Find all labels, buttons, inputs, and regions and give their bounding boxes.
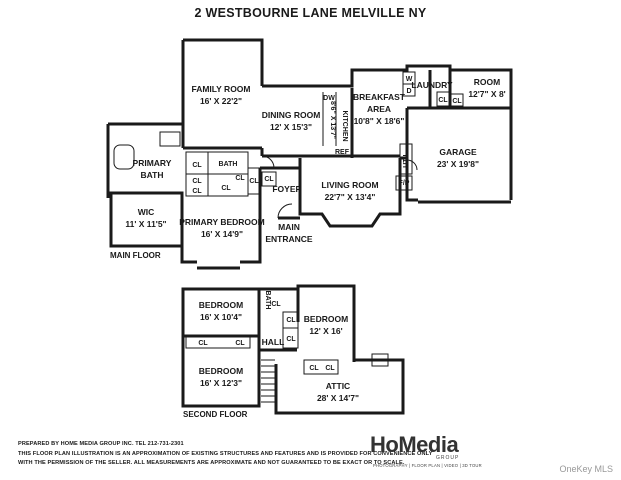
second-floor-closet-7: CL [325,365,335,372]
washer-label: W [406,76,413,83]
laundry-label: LAUNDRY [411,80,453,90]
second-floor-closet-2: CL [286,336,296,343]
bedroom-3-label: BEDROOM [199,366,243,376]
second-floor-closet-1: CL [286,317,296,324]
wic-label: WIC [138,207,155,217]
second-floor-details [185,311,389,403]
living-room-label: LIVING ROOM [321,180,378,190]
bedroom-1-label: BEDROOM [199,300,243,310]
kitchen-label: KITCHEN [341,110,348,141]
second-floor-bath-label: BATH [264,291,271,310]
laundry-closet-label: CL [438,97,448,104]
dryer-label: D [406,88,411,95]
second-floor-closet-5: CL [235,340,245,347]
logo-text-ho: Ho [370,432,399,457]
laundry-closet-label-2: CL [452,98,462,105]
plan-title: 2 WESTBOURNE LANE MELVILLE NY [194,6,427,20]
hall-label: HALL [262,337,285,347]
logo-text-media: Media [398,432,459,457]
utility-label: UTIL [403,152,410,168]
primary-bath-label-2: BATH [141,170,164,180]
refrigerator-label: REF [335,149,350,156]
closet-label-7: CL [264,176,274,183]
garage-dims: 23' X 19'8" [437,159,479,169]
kitchen-dims: 8'6" X 13'7" [329,101,336,139]
closet-label-5: CL [235,175,245,182]
breakfast-label: BREAKFAST [353,92,406,102]
main-floor-walls [106,38,513,270]
footer-line-2: THIS FLOOR PLAN ILLUSTRATION IS AN APPRO… [18,450,433,457]
main-floor-label: MAIN FLOOR [110,251,161,260]
breakfast-label-2: AREA [367,104,391,114]
bedroom-2-label: BEDROOM [304,314,348,324]
closet-label-4: CL [221,185,231,192]
living-room-dims: 22'7" X 13'4" [325,192,376,202]
second-floor-closet-3: CL [271,301,281,308]
bedroom-3-dims: 16' X 12'3" [200,378,242,388]
attic-label: ATTIC [326,381,350,391]
dishwasher-label: DW [323,95,335,102]
logo-tagline: PHOTOGRAPHY | FLOOR PLAN | VIDEO | 3D TO… [373,463,482,468]
second-floor-label: SECOND FLOOR [183,410,248,419]
family-room-label: FAMILY ROOM [191,84,250,94]
primary-bedroom-label: PRIMARY BEDROOM [179,217,264,227]
closet-label-3: CL [192,188,202,195]
home-media-logo: HoMedia GROUP PHOTOGRAPHY | FLOOR PLAN |… [370,432,482,472]
watermark: OneKey MLS [559,464,613,474]
bedroom-1-dims: 16' X 10'4" [200,312,242,322]
closet-label-2: CL [192,178,202,185]
bedroom-2-dims: 12' X 16' [309,326,342,336]
primary-bedroom-dims: 16' X 14'9" [201,229,243,239]
attic-dims: 28' X 14'7" [317,393,359,403]
wic-dims: 11' X 11'5" [125,219,166,229]
second-floor-closet-6: CL [309,365,319,372]
main-entrance-label-2: ENTRANCE [265,234,313,244]
foyer-label: FOYER [272,184,301,194]
main-entrance-label: MAIN [278,222,300,232]
footer-line-1: PREPARED BY HOME MEDIA GROUP INC. TEL 21… [18,441,184,447]
logo-subtitle: GROUP [436,455,460,461]
bath-label: BATH [219,161,238,168]
footer-line-3: WITH THE PERMISSION OF THE SELLER. ALL M… [18,460,405,466]
closet-label-6: CL [249,178,259,185]
disclaimer-footer: PREPARED BY HOME MEDIA GROUP INC. TEL 21… [18,440,433,469]
room-dims: 12'7" X 8' [468,89,505,99]
garage-label: GARAGE [439,147,477,157]
dining-room-label: DINING ROOM [262,110,321,120]
primary-bath-label: PRIMARY [133,158,172,168]
second-floor-closet-4: CL [198,340,208,347]
fireplace-label: F/P [399,180,410,187]
room-label: ROOM [474,77,500,87]
closet-label-1: CL [192,162,202,169]
family-room-dims: 16' X 22'2" [200,96,242,106]
dining-room-dims: 12' X 15'3" [270,122,312,132]
breakfast-dims: 10'8" X 18'6" [354,116,405,126]
main-floor-details [113,71,464,219]
